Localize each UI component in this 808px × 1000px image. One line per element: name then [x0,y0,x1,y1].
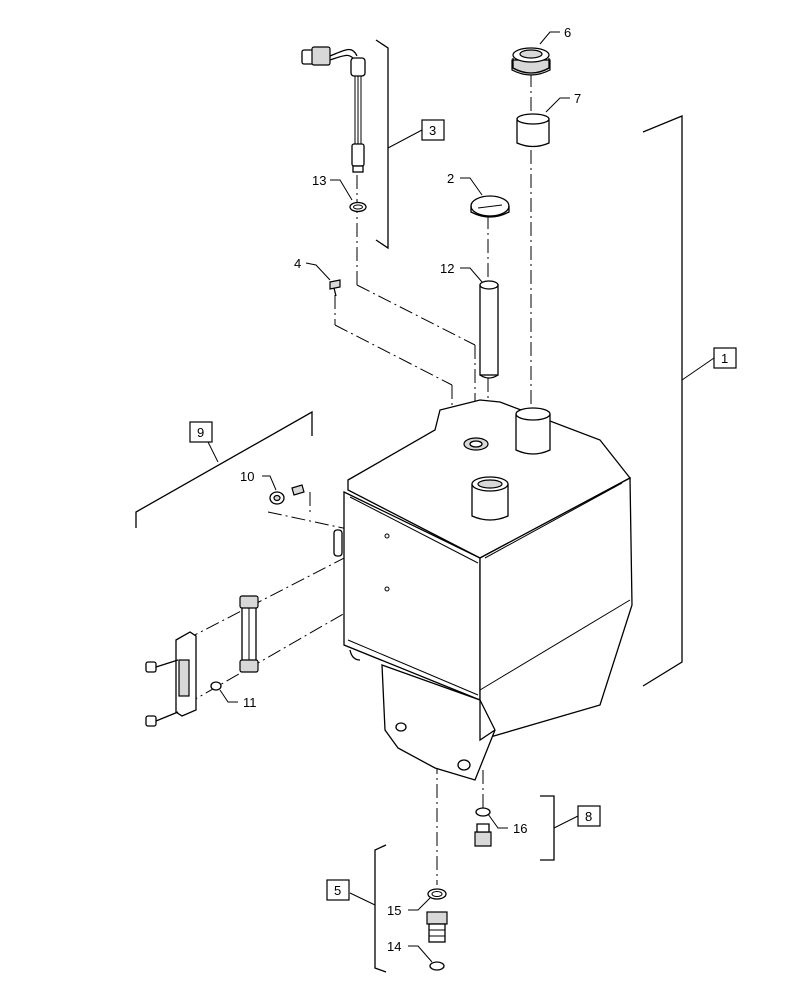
level-sensor-assembly [301,46,366,173]
tube-12 [479,280,499,379]
vent-neck [471,484,509,521]
centerline-screw-diagonal [334,324,453,386]
o-ring-14 [429,961,445,971]
o-ring-11 [210,681,222,691]
fuel-tank-1 [333,399,633,781]
callout-9: 9 [197,425,204,440]
nut-10 [291,484,305,496]
callout-6: 6 [564,25,571,40]
sensor-thread [352,165,364,173]
gauge-guard [175,631,197,717]
connector-housing [311,46,331,66]
o-ring-15 [427,888,447,900]
callout-15: 15 [387,903,401,918]
sensor-head [350,57,366,77]
callout-7: 7 [574,91,581,106]
callout-16: 16 [513,821,527,836]
bolt-lower [145,711,179,727]
callout-box-1 [713,347,737,369]
screw-4 [329,279,341,297]
callout-box-9 [189,421,213,443]
washer-10 [269,491,285,505]
sight-gauge [239,595,259,673]
callout-1: 1 [721,351,728,366]
mount-slot [333,529,343,557]
cap-2 [470,195,510,218]
callout-10: 10 [240,469,254,484]
filler-cap-6 [511,47,551,76]
callout-12: 12 [440,261,454,276]
callout-8: 8 [585,809,592,824]
callout-14: 14 [387,939,401,954]
callout-11: 11 [243,695,257,710]
bracket-8 [540,795,555,861]
drain-fitting [426,911,448,943]
sensor-fitting [351,143,365,167]
centerline-sensor-diagonal [356,284,476,346]
strainer-7 [516,113,550,148]
harness-wire [329,48,358,57]
bracket-3 [375,39,389,250]
tank-skirt [381,664,496,781]
callout-box-8 [577,805,601,827]
o-ring-16 [475,807,491,817]
bracket-1 [642,115,683,687]
callout-4: 4 [294,256,301,271]
bracket-5 [374,844,387,973]
bolt-upper [145,659,179,673]
callout-box-5 [326,879,350,901]
callout-5: 5 [334,883,341,898]
callout-13: 13 [312,173,326,188]
bracket-9 [135,410,313,528]
callout-box-3 [421,119,445,141]
o-ring-13 [349,201,367,213]
callout-3: 3 [429,123,436,138]
callout-2: 2 [447,171,454,186]
filler-neck [515,414,551,455]
drain-plug [474,823,492,847]
callout-leaders [219,31,570,963]
